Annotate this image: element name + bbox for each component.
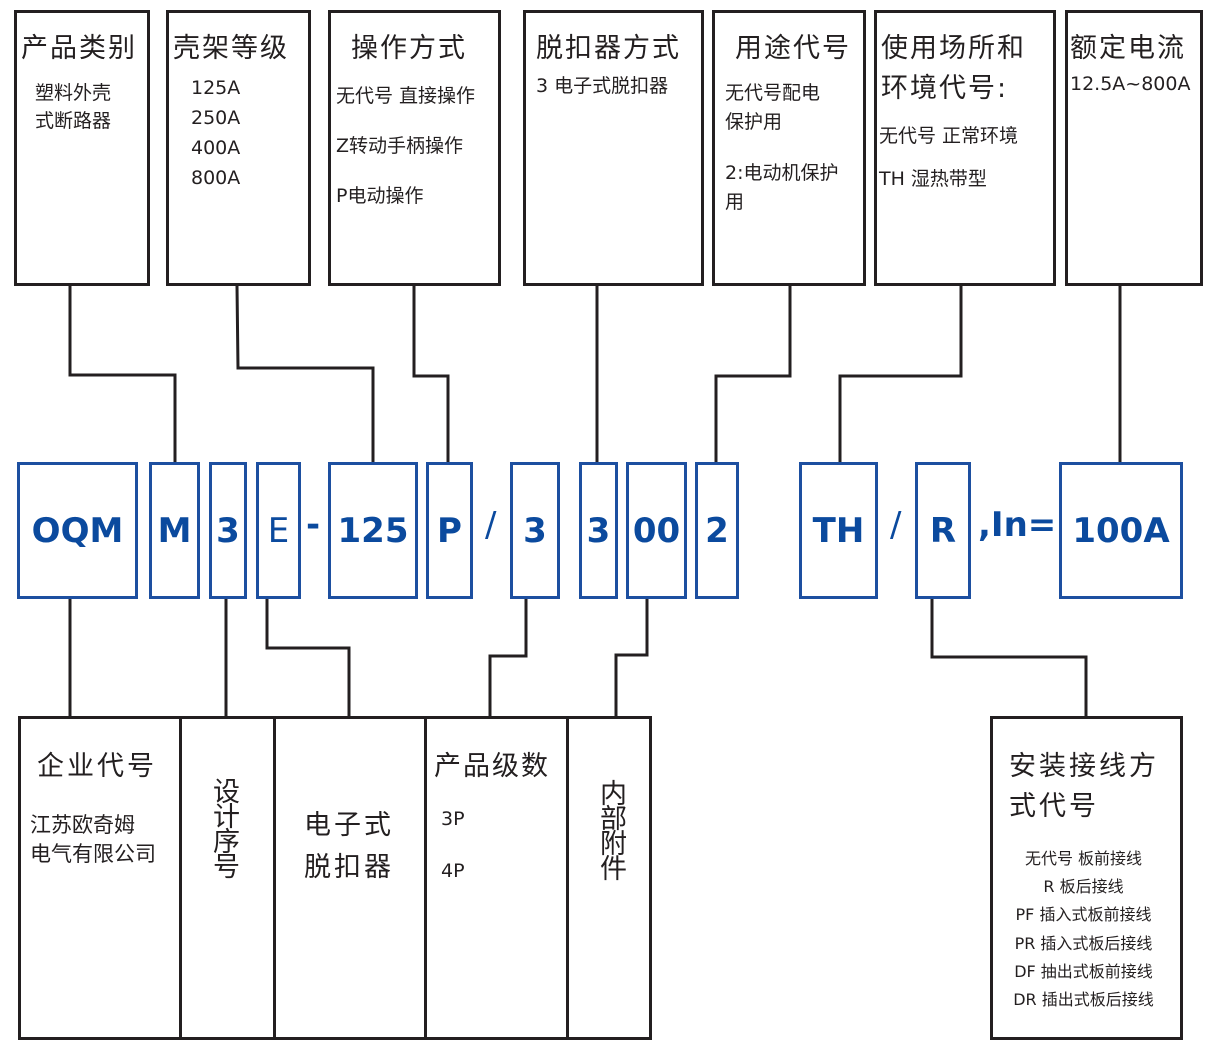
box-text: 塑料外壳式断路器	[35, 82, 112, 132]
internal-accessory-cell: 内部附件	[566, 716, 652, 1040]
box-title: 脱扣器方式	[536, 33, 681, 64]
connector	[614, 599, 649, 716]
code-series: M	[149, 462, 200, 599]
design-number-cell: 设计序号	[179, 716, 276, 1040]
connector	[235, 285, 375, 462]
code-trip-unit: 3	[579, 462, 618, 599]
code-environment: TH	[799, 462, 878, 599]
box-title: 额定电流	[1070, 33, 1186, 64]
code-poles: 3	[510, 462, 560, 599]
product-category-box: 产品类别 塑料外壳式断路器	[14, 10, 150, 286]
box-title: 使用场所和环境代号:	[881, 33, 1026, 104]
box-text: 3 电子式脱扣器	[536, 75, 669, 97]
connector	[930, 599, 1088, 716]
rated-current-box: 额定电流 12.5A~800A	[1065, 10, 1203, 286]
box-title: 壳架等级	[173, 33, 289, 64]
code-separator: /	[890, 505, 902, 545]
connector	[265, 599, 351, 716]
trip-unit-box: 脱扣器方式 3 电子式脱扣器	[523, 10, 704, 286]
code-product: OQM	[17, 462, 138, 599]
connector	[714, 286, 792, 462]
connector	[488, 599, 528, 716]
box-text: 12.5A~800A	[1070, 73, 1191, 95]
code-in-label: ,In=	[978, 505, 1057, 545]
code-operation: P	[426, 462, 473, 599]
connector	[68, 286, 177, 462]
code-usage: 2	[695, 462, 739, 599]
box-title: 产品类别	[21, 33, 137, 64]
cell-title: 内部附件	[595, 779, 626, 879]
trip-unit-cell: 电子式脱扣器	[273, 716, 427, 1040]
connector	[838, 286, 963, 462]
box-title: 用途代号	[735, 33, 851, 64]
cell-title: 企业代号	[37, 751, 157, 782]
enterprise-code-cell: 企业代号 江苏欧奇姆电气有限公司	[18, 716, 182, 1040]
cell-text: 江苏欧奇姆电气有限公司	[30, 813, 156, 866]
cell-title: 产品级数	[434, 751, 550, 782]
code-accessory: 00	[626, 462, 687, 599]
cell-title: 设计序号	[208, 777, 239, 877]
code-design: 3	[209, 462, 247, 599]
box-title: 操作方式	[351, 33, 467, 64]
code-separator: /	[485, 505, 497, 545]
code-separator: -	[306, 505, 321, 545]
connector	[412, 286, 450, 462]
code-current: 100A	[1059, 462, 1183, 599]
cell-title: 安装接线方式代号	[1009, 751, 1159, 822]
code-frame: 125	[328, 462, 418, 599]
code-trip-type: E	[256, 462, 301, 599]
cell-title: 电子式脱扣器	[304, 810, 394, 883]
code-install: R	[915, 462, 971, 599]
